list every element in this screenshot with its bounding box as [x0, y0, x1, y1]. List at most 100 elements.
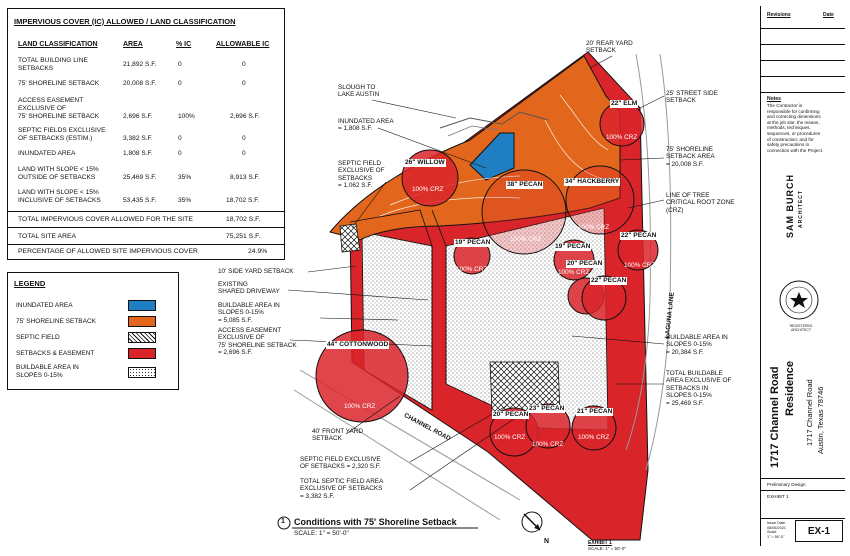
tree-crz-label: 100% CRZ — [558, 269, 590, 276]
tree-crz-label: 100% CRZ — [494, 434, 526, 441]
ic-row-label: LAND WITH SLOPE < 15%INCLUSIVE OF SETBAC… — [18, 189, 101, 204]
ic-row-area: 25,469 S.F. — [123, 174, 157, 181]
laguna-lane-road — [625, 53, 672, 471]
ic-row-label: LAND WITH SLOPE < 15%OUTSIDE OF SETBACKS — [18, 166, 99, 181]
callout-inundated: INUNDATED AREA= 1,808 S.F. — [338, 118, 394, 133]
table-divider — [8, 244, 284, 245]
ic-header-allowable: ALLOWABLE IC — [216, 41, 270, 48]
revision-line — [761, 60, 845, 61]
project-address-line1: 1717 Channel Road — [805, 379, 814, 446]
revision-line — [761, 92, 845, 93]
ic-row-allowable: 0 — [242, 80, 246, 87]
shoreline-setback-area — [329, 55, 621, 241]
architect-seal — [779, 280, 819, 320]
ic-row-pct: 35% — [178, 197, 192, 204]
tree-label: 21" PECAN — [576, 408, 614, 416]
block-rule — [761, 518, 845, 519]
tree-label: 22" PECAN — [590, 277, 628, 285]
firm-name: SAM BURCH — [785, 174, 795, 238]
septic-field-north — [339, 223, 361, 253]
total-site-label: TOTAL SITE AREA — [18, 233, 77, 240]
callout-side-yard: 10' SIDE YARD SETBACK — [218, 268, 294, 275]
drawing-title: Conditions with 75' Shoreline Setback — [294, 517, 457, 527]
ic-header-area: AREA — [123, 41, 143, 48]
pct-ic-label: PERCENTAGE OF ALLOWED SITE IMPERVIOUS CO… — [18, 248, 198, 255]
seal-text: REGISTERED ARCHITECT — [789, 324, 813, 332]
legend-swatch-buildable — [128, 367, 156, 378]
ic-row-pct: 0 — [178, 135, 182, 142]
pct-ic-value: 24.9% — [248, 248, 268, 255]
tree-crz-label: 100% CRZ — [606, 134, 638, 141]
north-label: N — [544, 538, 550, 545]
ic-row-label: INUNDATED AREA — [18, 150, 76, 157]
ic-row-allowable: 18,702 S.F. — [226, 197, 260, 204]
legend-label: 75' SHORELINE SETBACK — [16, 318, 96, 325]
drawing-scale: SCALE: 1" = 50'-0" — [294, 530, 349, 537]
revision-line — [761, 28, 845, 29]
ic-row-pct: 100% — [178, 113, 195, 120]
legend-swatch-shoreline — [128, 316, 156, 327]
legend-swatch-inundated — [128, 300, 156, 311]
legend-title: LEGEND — [14, 279, 46, 288]
ic-row-allowable: 2,696 S.F. — [230, 113, 260, 120]
ic-row-allowable: 0 — [242, 61, 246, 68]
drawing-number: 1 — [281, 518, 285, 525]
ic-row-pct: 0 — [178, 61, 182, 68]
ic-row-area: 1,808 S.F. — [123, 150, 153, 157]
revision-line — [761, 44, 845, 45]
callout-leaders — [287, 55, 665, 491]
ic-header-classification: LAND CLASSIFICATION — [18, 41, 98, 48]
tree-crz-label: 100% CRZ — [456, 266, 488, 273]
project-name-line1: 1717 Channel Road — [769, 366, 781, 468]
slough-outline — [439, 111, 549, 129]
tree-label: 19" PECAN — [554, 243, 592, 251]
ic-row-pct: 0 — [178, 80, 182, 87]
legend: LEGEND INUNDATED AREA 75' SHORELINE SETB… — [7, 272, 179, 390]
legend-label: INUNDATED AREA — [16, 302, 73, 309]
exhibit-label: EXHIBIT 1 — [767, 494, 789, 499]
ic-row-label: 75' SHORELINE SETBACK — [18, 80, 100, 87]
tree-label: 20" PECAN — [566, 260, 604, 268]
block-rule — [761, 490, 845, 491]
tree-crz-label: 100% CRZ — [412, 186, 444, 193]
revision-line — [761, 76, 845, 77]
tree-label: 34" HACKBERRY — [564, 178, 621, 186]
tree-crz-label: 100% CRZ — [532, 441, 564, 448]
exhibit-note-title: EXHIBIT 1 — [588, 540, 612, 546]
revisions-label: Revisions — [767, 12, 791, 18]
tree-crz-label: 100% CRZ — [578, 434, 610, 441]
north-arrow — [521, 511, 543, 533]
ic-row-area: 2,696 S.F. — [123, 113, 153, 120]
table-divider — [8, 211, 284, 212]
legend-swatch-septic — [128, 332, 156, 343]
impervious-cover-table: IMPERVIOUS COVER (IC) ALLOWED / LAND CLA… — [7, 8, 285, 260]
tree-label: 38" PECAN — [506, 181, 544, 189]
total-ic-value: 18,702 S.F. — [226, 216, 261, 223]
ic-header-pct: % IC — [176, 41, 192, 48]
shared-driveway — [349, 209, 447, 410]
total-ic-label: TOTAL IMPERVIOUS COVER ALLOWED FOR THE S… — [18, 216, 193, 223]
drawing-number-circle — [277, 516, 291, 530]
ic-row-pct: 35% — [178, 174, 192, 181]
ic-row-area: 21,892 S.F. — [123, 61, 157, 68]
ic-row-pct: 0 — [178, 150, 182, 157]
table-divider — [8, 227, 284, 228]
project-name-line2: Residence — [784, 360, 796, 416]
